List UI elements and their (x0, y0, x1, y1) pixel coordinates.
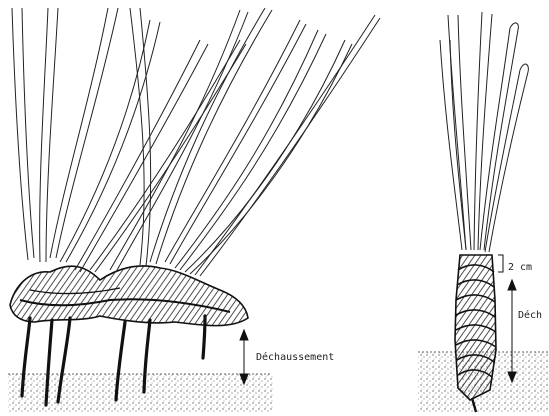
left-plant: Déchaussement (8, 8, 380, 412)
left-leaves (12, 8, 380, 276)
left-label: Déchaussement (256, 351, 334, 363)
right-leaves (440, 12, 528, 252)
right-label: Déch (518, 309, 542, 321)
right-plant: 2 cm Déch (418, 12, 548, 412)
left-height-arrow (240, 330, 248, 384)
right-2cm-label: 2 cm (508, 262, 532, 273)
right-2cm-bracket (498, 255, 503, 272)
left-crown (10, 266, 248, 326)
